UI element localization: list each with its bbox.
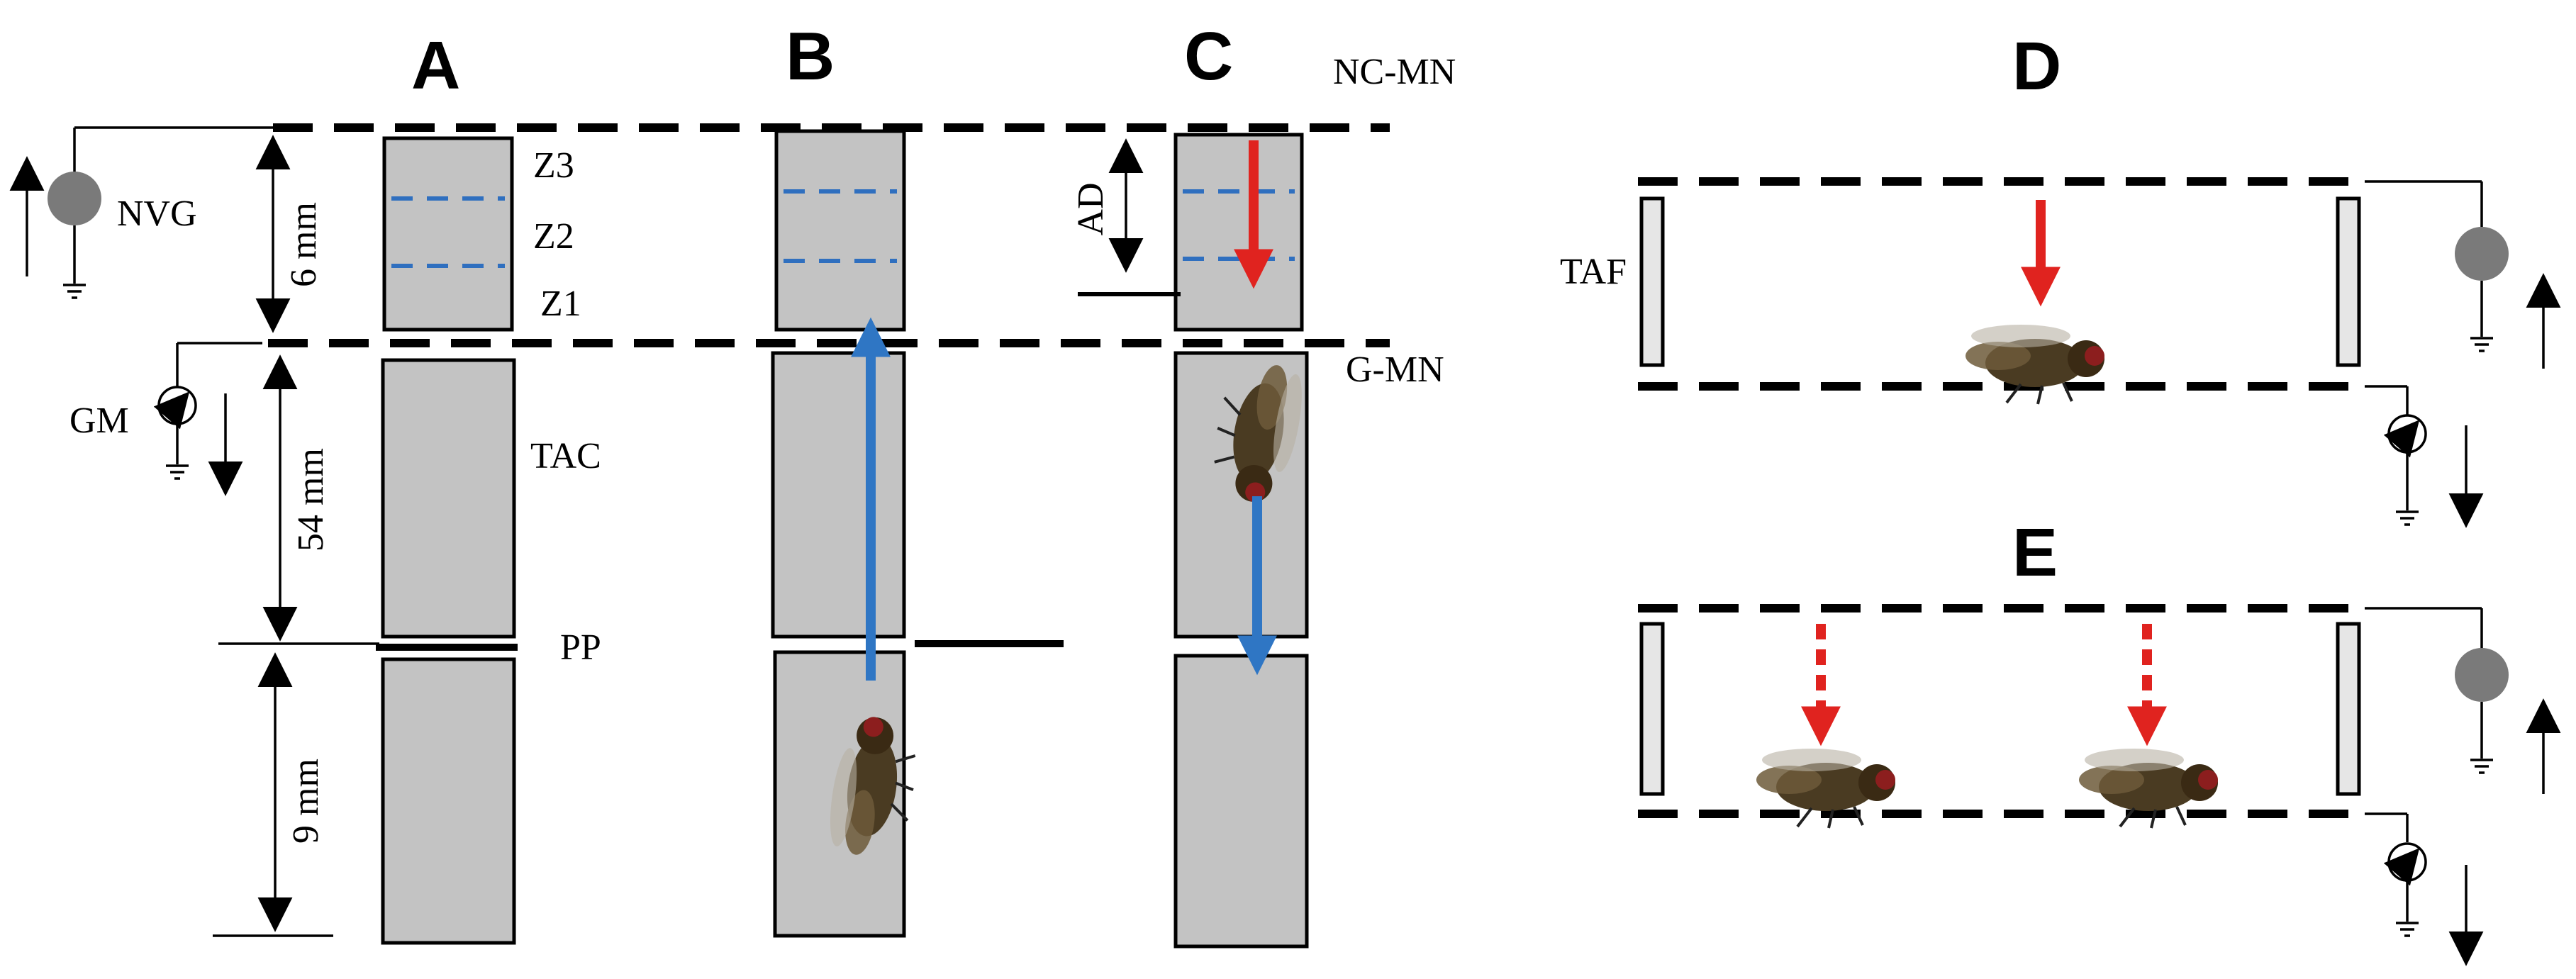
ad-label: AD xyxy=(1071,182,1111,235)
ground-icon xyxy=(2469,759,2494,774)
dim-6mm-label: 6 mm xyxy=(284,202,324,287)
pp-label: PP xyxy=(560,627,601,668)
left-plate xyxy=(1639,622,1665,796)
ground-icon xyxy=(2469,337,2494,352)
panel-d: TAF xyxy=(1560,177,2561,528)
fly-icon xyxy=(1964,323,2106,405)
ground-icon xyxy=(62,284,87,299)
nc-mn-label: NC-MN xyxy=(1333,52,1456,92)
gauge-icon xyxy=(159,387,196,424)
generator-icon xyxy=(2455,227,2509,281)
panel-letter-e: E xyxy=(2012,515,2058,591)
dimension-9mm: 9 mm xyxy=(213,652,333,937)
generator-icon xyxy=(2455,648,2509,702)
gm-label: GM xyxy=(69,401,129,441)
upper-zone-box xyxy=(382,136,514,332)
gauge-icon xyxy=(2389,844,2426,880)
gauge-icon xyxy=(2389,415,2426,452)
nvg-label: NVG xyxy=(117,194,197,234)
left-plate xyxy=(1639,196,1665,367)
column-a: Z3 Z2 Z1 TAC PP xyxy=(376,136,601,945)
lower-tube xyxy=(381,657,516,945)
column-b xyxy=(771,129,1064,938)
panel-letter-b: B xyxy=(786,18,835,94)
ground-icon xyxy=(2394,922,2420,937)
lower-tube xyxy=(1173,654,1309,949)
taf-label: TAF xyxy=(1560,252,1627,292)
right-plate xyxy=(2336,196,2361,367)
upper-zone-box xyxy=(774,129,906,332)
panel-letter-a: A xyxy=(411,28,460,104)
tac-tube xyxy=(771,351,906,639)
dim-54mm-label: 54 mm xyxy=(291,448,331,552)
dimension-6mm: 6 mm xyxy=(255,135,324,333)
ground-icon xyxy=(2394,510,2420,526)
upper-zone-box xyxy=(1173,133,1304,332)
panel-letter-c: C xyxy=(1184,18,1233,94)
panel-letter-d: D xyxy=(2012,28,2061,104)
column-c: AD NC-MN G-MN xyxy=(1071,52,1456,949)
gm-gauge: GM xyxy=(69,342,262,496)
dimension-54mm: 54 mm xyxy=(218,354,379,645)
g-mn-label: G-MN xyxy=(1346,349,1444,390)
z2-label: Z2 xyxy=(533,216,574,257)
tac-label: TAC xyxy=(530,436,601,476)
nvg-generator: NVG xyxy=(9,126,273,299)
dim-9mm-label: 9 mm xyxy=(286,759,326,844)
tac-tube xyxy=(381,358,516,639)
right-plate xyxy=(2336,622,2361,796)
z1-label: Z1 xyxy=(540,284,581,324)
panel-e xyxy=(1638,604,2561,966)
z3-label: Z3 xyxy=(533,145,574,186)
ground-icon xyxy=(165,464,190,480)
generator-icon xyxy=(48,172,101,225)
